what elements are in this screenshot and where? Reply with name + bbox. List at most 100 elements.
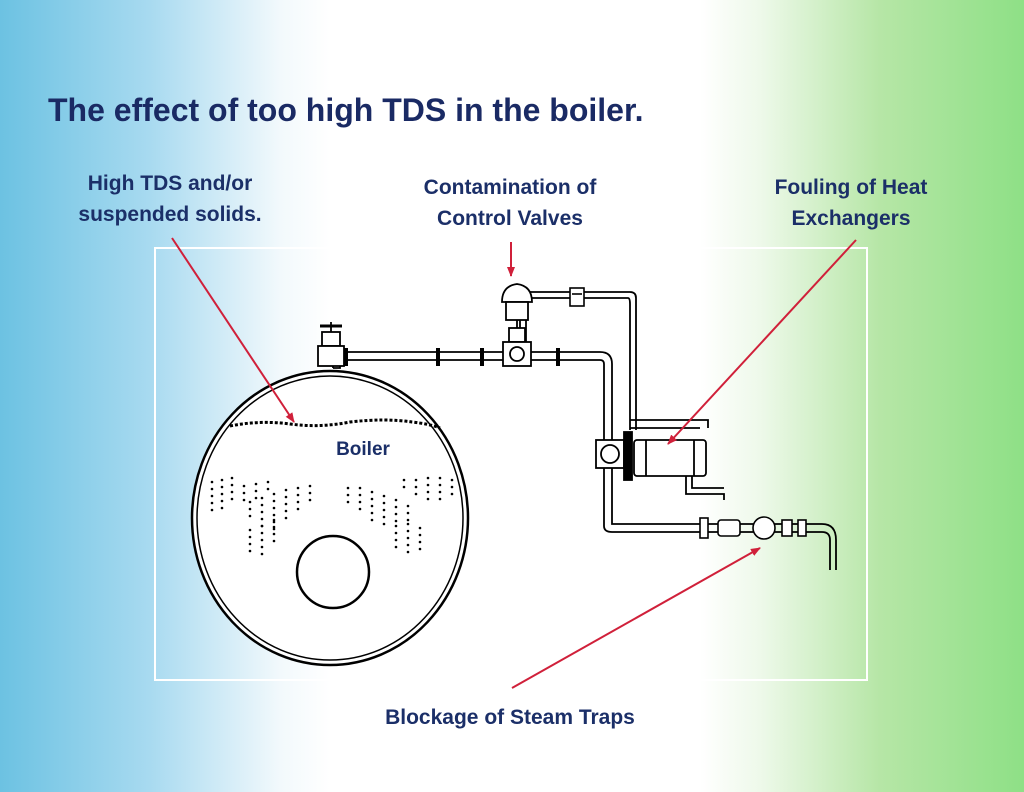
heat-exchangers-label-line1: Fouling of Heat bbox=[774, 176, 928, 199]
tube-dot bbox=[230, 476, 234, 480]
heat-exchangers-label: Fouling of Heat Exchangers bbox=[736, 172, 966, 234]
tube-dot bbox=[284, 488, 288, 492]
tube-dot bbox=[260, 524, 264, 528]
boiler-stop-valve bbox=[317, 322, 345, 367]
tube-dot bbox=[450, 485, 454, 489]
slide-title: The effect of too high TDS in the boiler… bbox=[48, 92, 644, 128]
tube-dot bbox=[426, 476, 430, 480]
tube-dot bbox=[260, 496, 264, 500]
tube-dot bbox=[394, 524, 398, 528]
tube-dot bbox=[272, 539, 276, 543]
tube-dot bbox=[394, 498, 398, 502]
boiler-vessel bbox=[190, 369, 470, 667]
tube-dot bbox=[370, 497, 374, 501]
control-valve bbox=[501, 283, 533, 367]
tube-dot bbox=[272, 499, 276, 503]
tube-dot bbox=[272, 532, 276, 536]
tube-dot bbox=[358, 507, 362, 511]
tube-dot bbox=[394, 531, 398, 535]
tube-dot bbox=[418, 526, 422, 530]
tube-dot bbox=[414, 478, 418, 482]
tube-dot bbox=[272, 518, 276, 522]
tube-dot bbox=[284, 502, 288, 506]
tube-dot bbox=[438, 490, 442, 494]
tube-dot bbox=[406, 550, 410, 554]
high-tds-label-line2: suspended solids. bbox=[78, 203, 262, 226]
tube-dot bbox=[284, 509, 288, 513]
tube-dot bbox=[418, 547, 422, 551]
tube-dot bbox=[266, 487, 270, 491]
tube-dot bbox=[260, 517, 264, 521]
furnace-tube bbox=[295, 534, 371, 610]
tube-dot bbox=[426, 483, 430, 487]
tube-dot bbox=[296, 493, 300, 497]
tube-dot bbox=[406, 543, 410, 547]
tube-dot bbox=[210, 501, 214, 505]
tube-dot bbox=[370, 490, 374, 494]
tube-dot bbox=[414, 492, 418, 496]
tube-dot bbox=[450, 492, 454, 496]
tube-dot bbox=[346, 500, 350, 504]
tube-dot bbox=[254, 496, 258, 500]
tube-dot bbox=[220, 499, 224, 503]
tube-dot bbox=[230, 497, 234, 501]
tube-dot bbox=[248, 507, 252, 511]
tube-dot bbox=[402, 485, 406, 489]
tube-dot bbox=[210, 487, 214, 491]
pipe-flanges bbox=[344, 348, 560, 366]
tube-dot bbox=[296, 507, 300, 511]
tube-dot bbox=[406, 511, 410, 515]
tube-dot bbox=[260, 510, 264, 514]
tube-dot bbox=[266, 480, 270, 484]
tube-dot bbox=[406, 522, 410, 526]
tube-dot bbox=[220, 492, 224, 496]
tube-dot bbox=[210, 480, 214, 484]
tube-dot bbox=[426, 490, 430, 494]
tube-dot bbox=[358, 486, 362, 490]
tube-dot bbox=[370, 511, 374, 515]
tube-dot bbox=[248, 535, 252, 539]
tube-dot bbox=[248, 542, 252, 546]
tube-dot bbox=[284, 495, 288, 499]
tube-dot bbox=[248, 514, 252, 518]
tube-dot bbox=[220, 478, 224, 482]
pointer-arrows bbox=[171, 237, 857, 689]
tube-dot bbox=[230, 483, 234, 487]
high-tds-label: High TDS and/or suspended solids. bbox=[40, 168, 300, 230]
tube-dot bbox=[406, 536, 410, 540]
tube-dot bbox=[382, 508, 386, 512]
tube-dot bbox=[394, 512, 398, 516]
tube-dot bbox=[382, 494, 386, 498]
tube-dot bbox=[260, 503, 264, 507]
tube-dot bbox=[358, 500, 362, 504]
tube-dot bbox=[248, 500, 252, 504]
heat-exchanger-arrow bbox=[667, 239, 857, 445]
boiler-label: Boiler bbox=[336, 439, 390, 460]
tube-dot bbox=[394, 519, 398, 523]
tube-dot bbox=[260, 531, 264, 535]
high-tds-label-line1: High TDS and/or bbox=[87, 172, 253, 195]
control-valves-label-line2: Control Valves bbox=[437, 207, 583, 230]
tube-dot bbox=[370, 504, 374, 508]
tube-dot bbox=[394, 545, 398, 549]
tube-dot bbox=[248, 549, 252, 553]
steam-main-pipe bbox=[332, 291, 837, 570]
tube-dot bbox=[272, 513, 276, 517]
tube-dot bbox=[260, 545, 264, 549]
tube-dot bbox=[272, 525, 276, 529]
tube-dot bbox=[308, 491, 312, 495]
control-valves-label-line1: Contamination of bbox=[423, 176, 597, 199]
tube-dot bbox=[210, 494, 214, 498]
tube-dot bbox=[346, 486, 350, 490]
tube-dot bbox=[260, 538, 264, 542]
tube-dot bbox=[242, 484, 246, 488]
tube-dot bbox=[308, 484, 312, 488]
tube-dot bbox=[418, 533, 422, 537]
tube-dot bbox=[414, 485, 418, 489]
tube-dot bbox=[272, 506, 276, 510]
tube-dot bbox=[406, 518, 410, 522]
tube-dot bbox=[254, 489, 258, 493]
tube-dot bbox=[296, 486, 300, 490]
